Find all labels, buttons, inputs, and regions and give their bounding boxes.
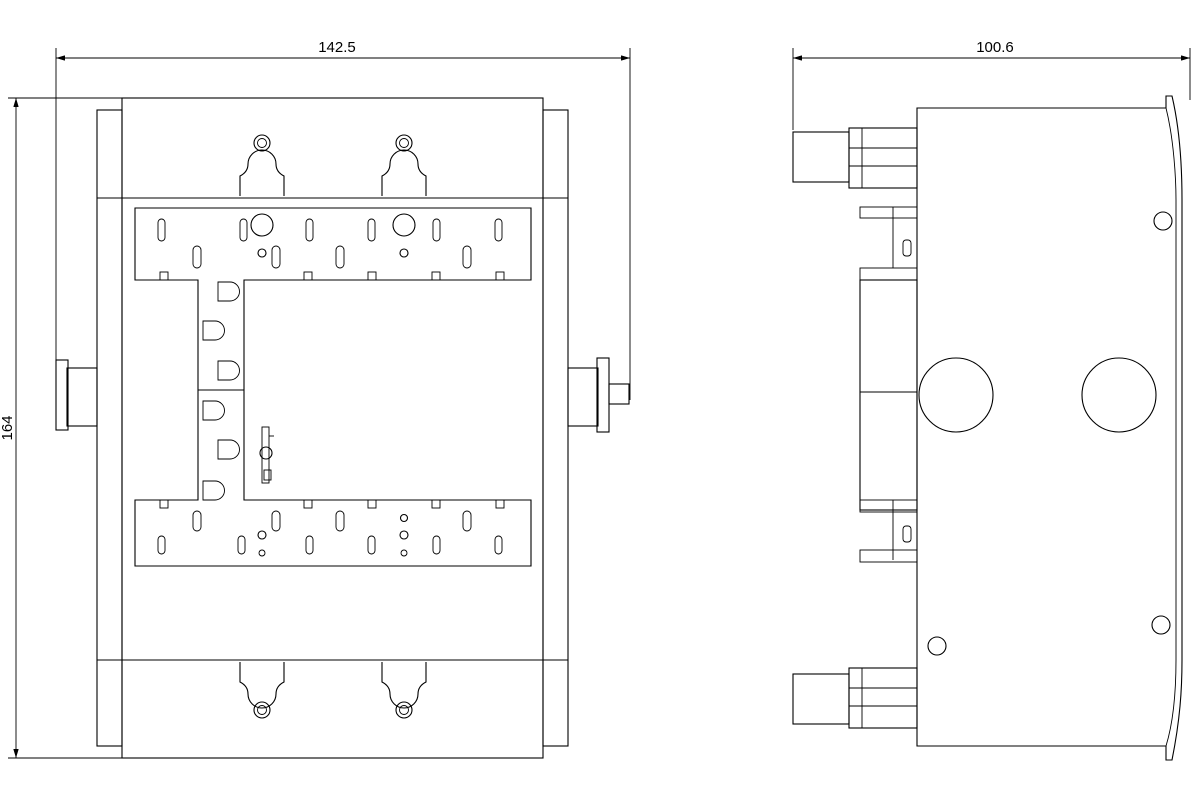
dimension-label-depth: 100.6: [976, 39, 1014, 56]
dimension-label-height: 164: [0, 415, 16, 440]
mounting-plate: [134, 207, 532, 567]
hole-icon: [927, 636, 947, 656]
screw-icon: [253, 134, 271, 152]
top-terminal: [792, 127, 918, 189]
screw-icon: [395, 701, 413, 719]
hole-icon: [1153, 211, 1173, 231]
hole-icon: [1151, 615, 1171, 635]
screw-icon: [253, 701, 271, 719]
right-handle: [567, 357, 630, 433]
dimension-side-depth: 100.6: [792, 39, 1191, 130]
bottom-mounting: [239, 662, 427, 719]
dimension-front-height: 164: [0, 97, 122, 759]
knob-icon: [918, 357, 994, 433]
side-body-outline: [916, 95, 1183, 761]
bottom-terminal: [792, 667, 918, 729]
side-view: 100.6: [792, 39, 1191, 761]
side-rails: [96, 109, 569, 747]
center-indicator: [259, 426, 274, 484]
knob-icon: [1081, 357, 1157, 433]
left-handle: [55, 359, 98, 431]
side-brackets: [859, 206, 918, 563]
front-view: 142.5 164: [0, 39, 631, 759]
screw-icon: [395, 134, 413, 152]
stem-cutouts: [202, 281, 240, 501]
dimension-front-width: 142.5: [55, 39, 631, 400]
top-bar-slots: [157, 213, 505, 281]
dimension-label-width: 142.5: [318, 39, 356, 56]
top-mounting: [239, 134, 427, 196]
main-body-outline: [121, 97, 544, 759]
bottom-bar-slots: [157, 499, 505, 557]
